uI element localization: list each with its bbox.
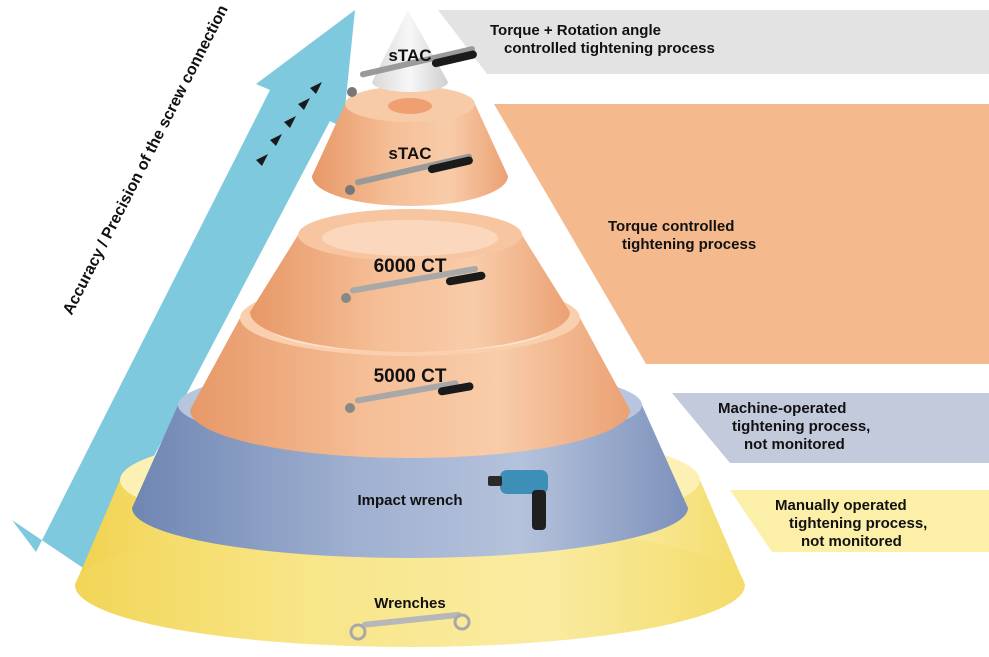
tier-label-6000ct: 6000 CT (373, 256, 447, 277)
category-band-torque (494, 104, 989, 364)
category-angle-line-1: Torque + Rotation angle (490, 22, 661, 39)
category-manual-line-3: not monitored (801, 533, 902, 550)
category-band-machine (672, 393, 989, 463)
accuracy-arrow (12, 10, 355, 574)
category-torque-line-1: Torque controlled (608, 218, 735, 235)
category-label-manual: Manually operated tightening process, no… (775, 497, 927, 551)
tier-label-impact-wrench: Impact wrench (357, 492, 463, 509)
category-label-angle: Torque + Rotation angle controlled tight… (490, 22, 715, 58)
category-label-torque: Torque controlled tightening process (608, 218, 756, 254)
category-band-angle (438, 10, 989, 74)
torque-wrench-6000ct-icon (341, 265, 486, 303)
category-machine-line-2: tightening process, (732, 418, 871, 435)
category-label-machine: Machine-operated tightening process, not… (718, 400, 870, 454)
arrow-chevrons (256, 82, 322, 166)
category-machine-line-1: Machine-operated (718, 400, 847, 417)
torque-wrench-stac-top-icon (347, 46, 477, 97)
tier-label-wrenches: Wrenches (374, 595, 446, 612)
category-machine-line-3: not monitored (744, 436, 845, 453)
tier-label-stac-top: sTAC (388, 46, 432, 65)
impact-wrench-icon (488, 470, 548, 530)
category-angle-line-2: controlled tightening process (504, 40, 715, 57)
tier-label-stac: sTAC (388, 144, 432, 163)
category-manual-line-1: Manually operated (775, 497, 907, 514)
torque-wrench-stac-icon (345, 153, 473, 195)
tier-stac-top-cone (372, 10, 448, 92)
tier-label-5000ct: 5000 CT (373, 366, 447, 387)
tier-6000ct-ring (250, 209, 570, 352)
torque-wrench-5000ct-icon (345, 380, 474, 413)
category-manual-line-2: tightening process, (789, 515, 928, 532)
combination-wrench-icon (349, 611, 471, 641)
category-band-manual (730, 490, 989, 552)
category-torque-line-2: tightening process (622, 236, 757, 253)
